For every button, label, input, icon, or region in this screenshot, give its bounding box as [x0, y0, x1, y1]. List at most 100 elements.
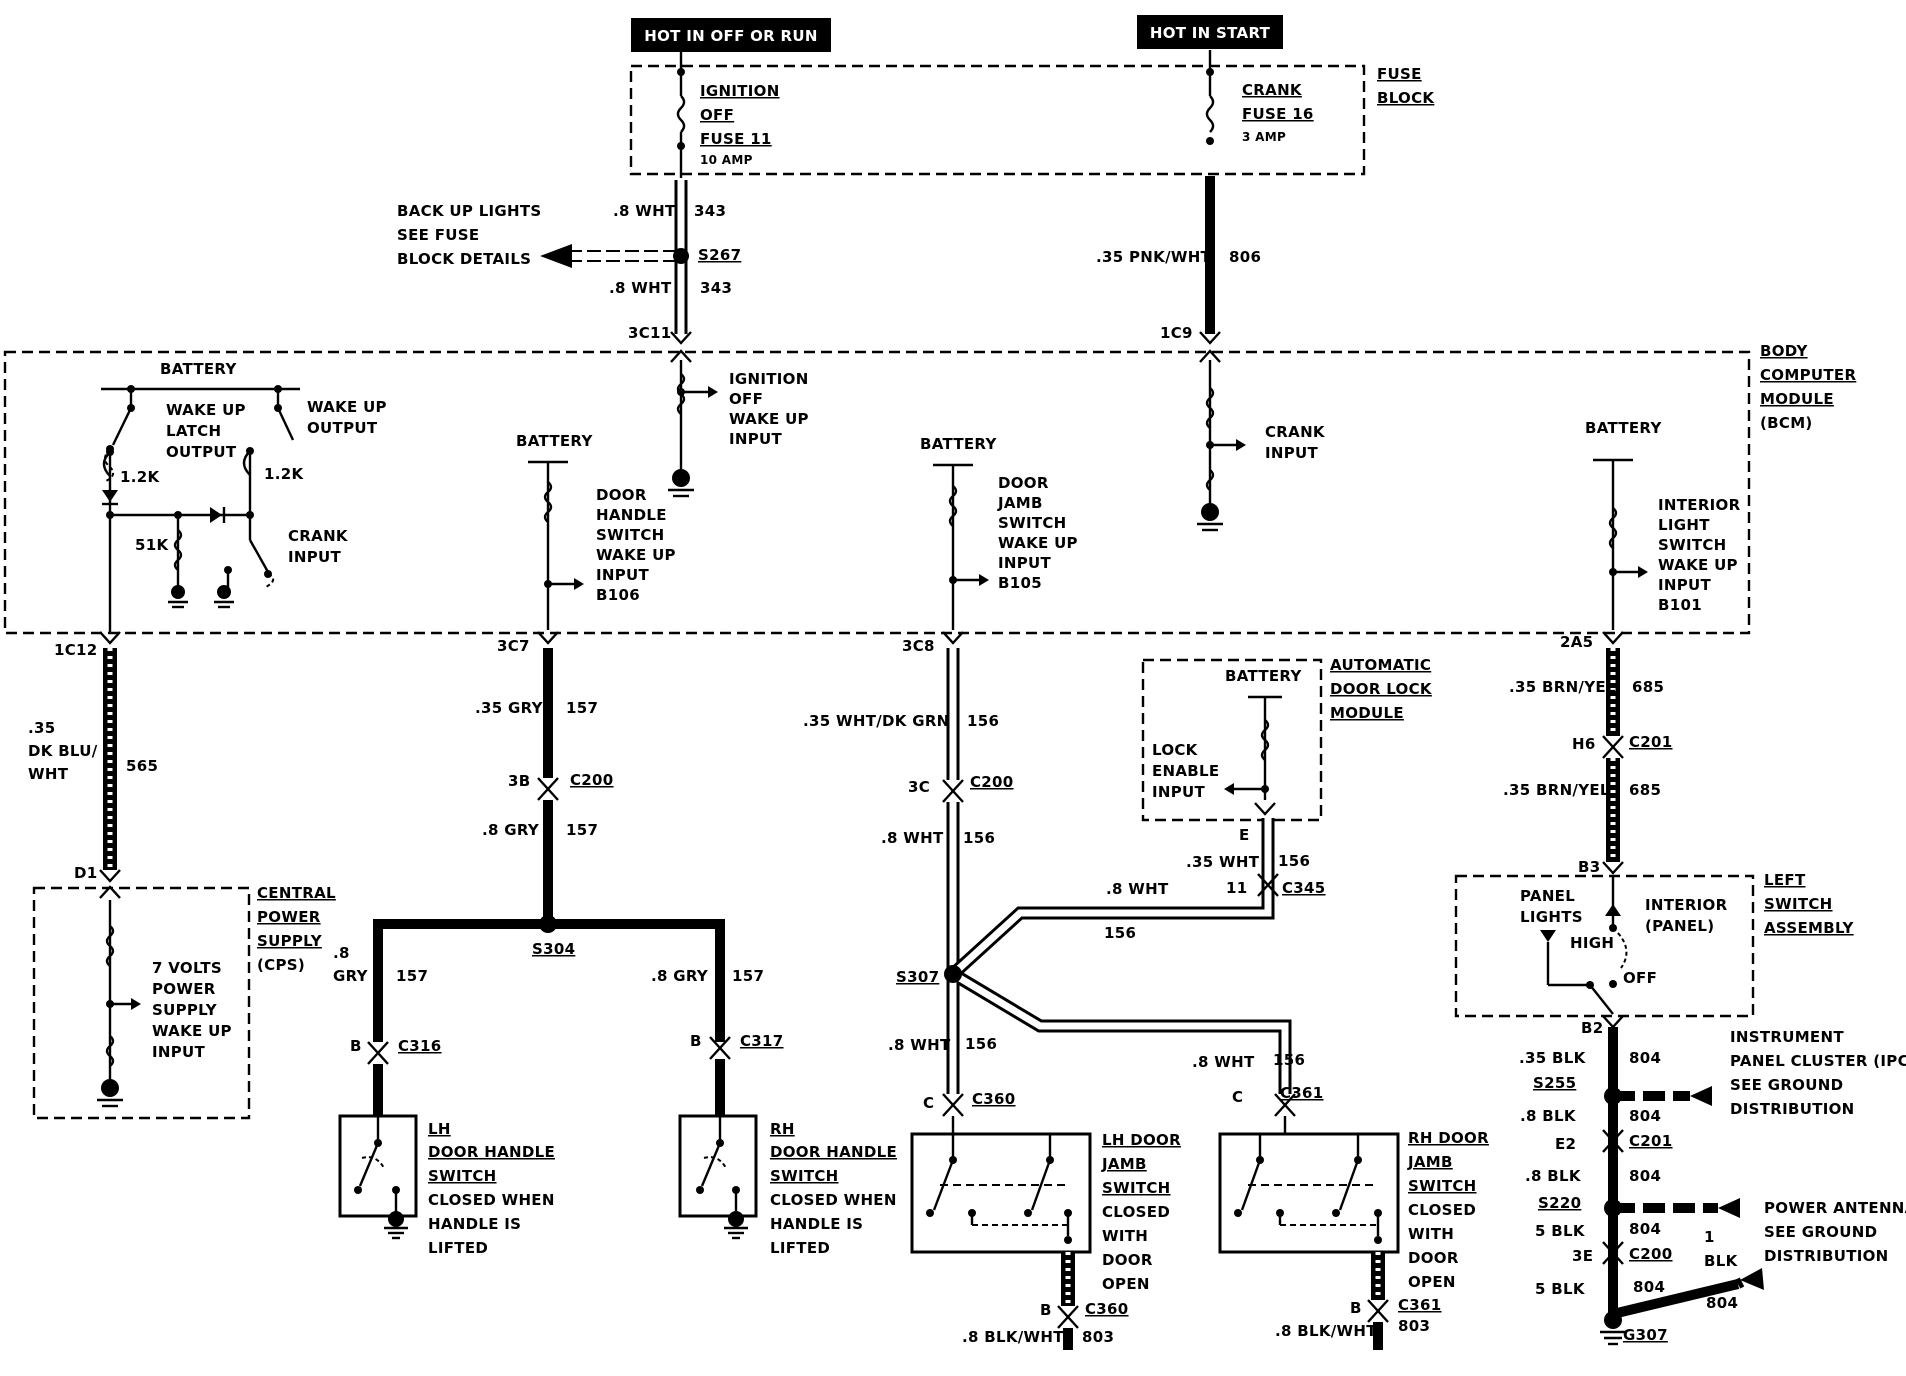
c685a: 685 [1632, 678, 1664, 696]
antenna-3: DISTRIBUTION [1764, 1247, 1889, 1265]
conn-3c11-top [670, 331, 692, 345]
wake-switch [276, 407, 295, 441]
door-handle-2: HANDLE [596, 506, 667, 524]
c345: C345 [1282, 879, 1326, 897]
c803a: 803 [1082, 1328, 1114, 1346]
ipc-2: PANEL CLUSTER (IPC) [1730, 1052, 1906, 1070]
c804d: 804 [1629, 1220, 1661, 1238]
fuse11-l4: 10 AMP [700, 153, 753, 167]
c360: C360 [972, 1090, 1016, 1108]
interior-5: INPUT [1658, 576, 1712, 594]
w804b: .8 BLK [1520, 1107, 1577, 1125]
antenna-1: POWER ANTENNA [1764, 1199, 1906, 1217]
splice-s307 [944, 965, 962, 983]
res-51k [173, 529, 183, 571]
bcm-battery-4: BATTERY [1585, 419, 1662, 437]
antenna-ground-arrow [1718, 1198, 1740, 1218]
w685b: .35 BRN/YEL [1503, 781, 1610, 799]
ground-rh-handle [728, 1211, 744, 1227]
ground-a [171, 585, 185, 599]
w565-3: WHT [28, 765, 69, 783]
wire-156-rh [949, 968, 1292, 1094]
hot-run-label: HOT IN OFF OR RUN [644, 27, 818, 45]
hot-run-tag [631, 18, 831, 52]
conn-11: 11 [1226, 879, 1247, 897]
hot-start-label: HOT IN START [1150, 24, 1271, 42]
lh-jamb-2: JAMB [1101, 1155, 1147, 1173]
c201a: C201 [1629, 733, 1673, 751]
c156e: 156 [1104, 924, 1136, 942]
lh-handle-4: CLOSED WHEN [428, 1191, 555, 1209]
c317: C317 [740, 1032, 784, 1050]
c804b: 804 [1629, 1107, 1661, 1125]
ground-lh-handle [388, 1211, 404, 1227]
adl-title-2: DOOR LOCK [1330, 680, 1433, 698]
crank-in1-2: INPUT [288, 548, 342, 566]
c804c: 804 [1629, 1167, 1661, 1185]
cps-title-3: SUPPLY [257, 932, 323, 950]
cps-in-5: INPUT [152, 1043, 206, 1061]
interior-3: SWITCH [1658, 536, 1727, 554]
hot-start-tag [1137, 15, 1283, 49]
w803a: .8 BLK/WHT [962, 1328, 1064, 1346]
s220-label: S220 [1538, 1194, 1581, 1212]
cps-in-1: 7 VOLTS [152, 959, 222, 977]
crank-switch-a [248, 539, 270, 573]
c156c: 156 [965, 1035, 997, 1053]
s255-label: S255 [1533, 1074, 1576, 1092]
conn-3b: 3B [508, 772, 530, 790]
diode-b [210, 507, 222, 523]
latch-switch [111, 407, 133, 446]
adl-battery: BATTERY [1225, 667, 1302, 685]
door-jamb-4: WAKE UP [998, 534, 1078, 552]
conn-b3: B3 [1578, 858, 1600, 876]
bcm-title-4: (BCM) [1760, 414, 1813, 432]
res-1-2k-a: 1.2K [120, 468, 160, 486]
wire-157-lh [373, 919, 548, 1042]
w157c-1: .8 [333, 944, 350, 962]
fuse-block-box [629, 64, 1366, 176]
door-handle-5: INPUT [596, 566, 650, 584]
ign-wake-3: WAKE UP [729, 410, 809, 428]
interior-1: INTERIOR [1658, 496, 1741, 514]
conn-1c9-bottom [1199, 349, 1221, 363]
c156f: 156 [1273, 1051, 1305, 1069]
antenna-2: SEE GROUND [1764, 1223, 1877, 1241]
rh-jamb-4: CLOSED [1408, 1201, 1476, 1219]
w156e: .8 WHT [1106, 880, 1169, 898]
conn-3c11: 3C11 [628, 324, 672, 342]
c157d: 157 [732, 967, 764, 985]
fuse16-terminal-top [1206, 68, 1214, 76]
cps-box [32, 886, 251, 1120]
fuse16-symbol [1205, 95, 1215, 133]
c200b: C200 [970, 773, 1014, 791]
rh-jamb-2: JAMB [1407, 1153, 1453, 1171]
w157c-2: GRY [333, 967, 369, 985]
cps-title-1: CENTRAL [257, 884, 336, 902]
lsa-interior-1: INTERIOR [1645, 896, 1728, 914]
w156f: .8 WHT [1192, 1053, 1255, 1071]
lh-jamb-1: LH DOOR [1102, 1131, 1181, 1149]
fuse11-l1: IGNITION [700, 82, 780, 100]
w156d: .35 WHT [1186, 853, 1260, 871]
conn-e2: E2 [1555, 1135, 1576, 1153]
s304-label: S304 [532, 940, 575, 958]
w804f-2: BLK [1704, 1252, 1739, 1270]
c157c: 157 [396, 967, 428, 985]
fuse16-terminal-bottom [1206, 137, 1214, 145]
lsa-title-3: ASSEMBLY [1764, 919, 1854, 937]
lh-jamb-3: SWITCH [1102, 1179, 1171, 1197]
ground-g307 [1604, 1311, 1622, 1329]
c804a: 804 [1629, 1049, 1661, 1067]
adl-lock-2: ENABLE [1152, 762, 1219, 780]
g307-label: G307 [1623, 1326, 1668, 1344]
ign-wake-2: OFF [729, 390, 763, 408]
conn-3c8: 3C8 [902, 637, 935, 655]
w804c: .8 BLK [1525, 1167, 1582, 1185]
ground-b [217, 585, 231, 599]
bcm-battery-1: BATTERY [160, 360, 237, 378]
conn-3c: 3C [908, 778, 930, 796]
w804f-1: 1 [1704, 1228, 1715, 1246]
rh-jamb-6: DOOR [1408, 1249, 1459, 1267]
c685b: 685 [1629, 781, 1661, 799]
